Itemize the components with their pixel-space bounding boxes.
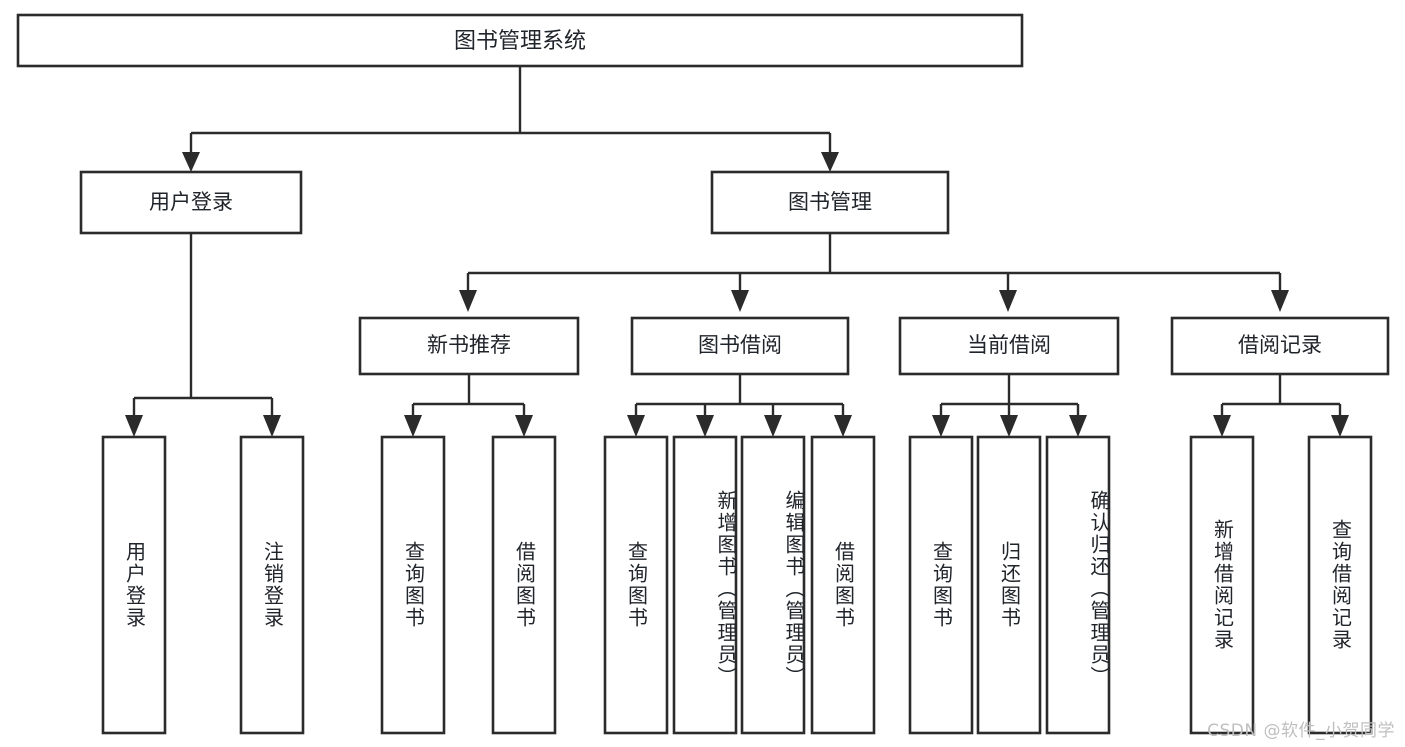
arrow-head-icon (1271, 290, 1289, 312)
connector-new-book-recommend-to-leaves (404, 374, 533, 437)
arrow-head-icon (696, 415, 714, 437)
connector-root-to-level2 (182, 66, 839, 172)
node-borrow-record[interactable]: 借阅记录 (1170, 316, 1390, 376)
node-user-login[interactable]: 用户登录 (79, 170, 303, 235)
arrow-head-icon (764, 415, 782, 437)
arrow-head-icon (125, 415, 143, 437)
arrow-head-icon (182, 152, 200, 172)
node-current-borrow-box[interactable] (898, 316, 1120, 376)
leaf-box-query-record[interactable] (1307, 435, 1373, 735)
node-root[interactable]: 图书管理系统 (16, 13, 1024, 68)
connector-user-login-to-leaves (125, 233, 281, 437)
arrow-head-icon (1069, 415, 1087, 437)
arrow-head-icon (821, 152, 839, 172)
arrow-head-icon (731, 290, 749, 312)
node-user-login-label: 用户登录 (149, 190, 233, 214)
node-root-box[interactable] (16, 13, 1024, 68)
connector-book-borrow-to-leaves (627, 374, 852, 437)
node-new-book-recommend[interactable]: 新书推荐 (358, 316, 580, 376)
leaf-box-add-book[interactable] (672, 435, 738, 735)
leaf-box-borrow-book-1[interactable] (491, 435, 557, 735)
leaf-box-logout-login[interactable] (239, 435, 305, 735)
arrow-head-icon (263, 415, 281, 437)
node-current-borrow-label: 当前借阅 (967, 333, 1051, 357)
leaf-box-query-book-3[interactable] (908, 435, 974, 735)
arrow-head-icon (459, 290, 477, 312)
leaf-box-edit-book[interactable] (740, 435, 806, 735)
connector-current-borrow-to-leaves (932, 374, 1087, 437)
arrow-head-icon (932, 415, 950, 437)
node-current-borrow[interactable]: 当前借阅 (898, 316, 1120, 376)
leaf-box-add-record[interactable] (1189, 435, 1255, 735)
leaf-box-borrow-book-2[interactable] (810, 435, 876, 735)
csdn-watermark: CSDN @软件_小贺同学 (1207, 721, 1395, 741)
node-root-label: 图书管理系统 (454, 29, 586, 54)
leaf-box-return-book[interactable] (976, 435, 1042, 735)
leaf-box-query-book-1[interactable] (380, 435, 446, 735)
node-book-management-label: 图书管理 (788, 190, 872, 214)
arrow-head-icon (515, 415, 533, 437)
leaf-boxes-group (101, 435, 1373, 735)
leaf-box-confirm-return[interactable] (1045, 435, 1111, 735)
node-book-borrow[interactable]: 图书借阅 (630, 316, 850, 376)
arrow-head-icon (1000, 415, 1018, 437)
node-borrow-record-label: 借阅记录 (1238, 333, 1322, 357)
arrow-head-icon (834, 415, 852, 437)
arrow-head-icon (404, 415, 422, 437)
node-new-book-recommend-label: 新书推荐 (427, 333, 511, 357)
node-book-borrow-label: 图书借阅 (698, 333, 782, 357)
leaf-box-user-login[interactable] (101, 435, 167, 735)
arrow-head-icon (999, 290, 1017, 312)
arrow-head-icon (1213, 415, 1231, 437)
node-book-management[interactable]: 图书管理 (710, 170, 950, 235)
arrow-head-icon (627, 415, 645, 437)
arrow-head-icon (1331, 415, 1349, 437)
connector-borrow-record-to-leaves (1213, 374, 1349, 437)
connector-book-management-to-level3 (459, 233, 1289, 312)
leaf-box-query-book-2[interactable] (603, 435, 669, 735)
node-new-book-recommend-box[interactable] (358, 316, 580, 376)
node-user-login-box[interactable] (79, 170, 303, 235)
